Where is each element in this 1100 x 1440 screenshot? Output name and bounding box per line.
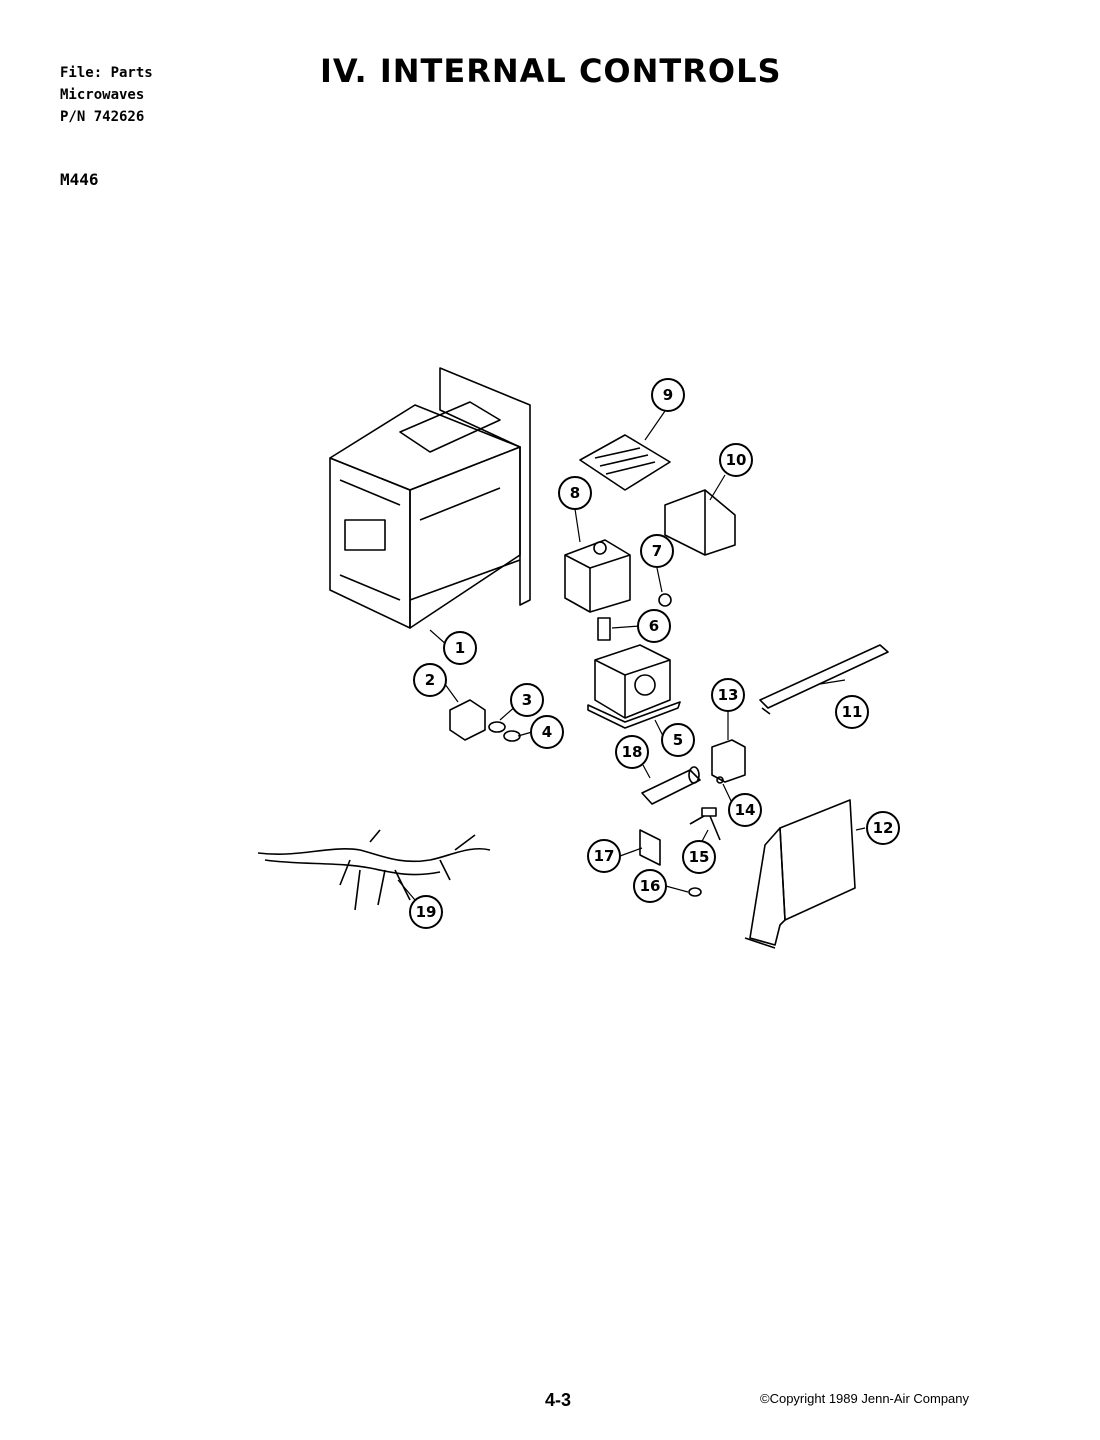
- svg-text:1: 1: [455, 639, 465, 657]
- part-switch: [449, 699, 486, 741]
- svg-text:15: 15: [689, 848, 710, 866]
- callout-3: 3: [510, 683, 544, 717]
- model-number: M446: [60, 170, 99, 189]
- page-number: 4-3: [545, 1390, 572, 1410]
- part-clip-16: [688, 887, 702, 897]
- svg-text:19: 19: [416, 903, 437, 921]
- svg-text:2: 2: [425, 671, 435, 689]
- callout-18: 18: [615, 735, 649, 769]
- part-thermal-cutout: [658, 593, 672, 607]
- svg-text:9: 9: [663, 386, 673, 404]
- callouts: 1 2 3 4 5 6 7 8 9 10 11 12 13 14 15 16 1…: [409, 378, 900, 929]
- svg-text:8: 8: [570, 484, 580, 502]
- svg-text:14: 14: [735, 801, 756, 819]
- part-fuse: [689, 807, 721, 841]
- part-bracket-13: [711, 739, 746, 783]
- part-wire-harness: [257, 829, 491, 911]
- file-info: File: Parts Microwaves P/N 742626: [60, 62, 153, 128]
- svg-text:16: 16: [640, 877, 661, 895]
- part-support-bar: [759, 644, 889, 715]
- part-panel: [744, 799, 856, 949]
- page-title: IV. INTERNAL CONTROLS: [320, 52, 782, 90]
- callout-9: 9: [651, 378, 685, 412]
- part-duct: [664, 489, 736, 556]
- part-switch-cap-3: [488, 721, 506, 733]
- svg-text:7: 7: [652, 542, 662, 560]
- part-chassis: [329, 367, 531, 629]
- callout-8: 8: [558, 476, 592, 510]
- svg-text:3: 3: [522, 691, 532, 709]
- svg-text:12: 12: [873, 819, 894, 837]
- svg-text:11: 11: [842, 703, 863, 721]
- callout-2: 2: [413, 663, 447, 697]
- svg-text:17: 17: [594, 847, 615, 865]
- callout-6: 6: [637, 609, 671, 643]
- callout-12: 12: [866, 811, 900, 845]
- callout-19: 19: [409, 895, 443, 929]
- part-cover-plate: [579, 434, 671, 491]
- callout-1: 1: [443, 631, 477, 665]
- callout-13: 13: [711, 678, 745, 712]
- svg-text:10: 10: [726, 451, 747, 469]
- svg-text:13: 13: [718, 686, 739, 704]
- callout-11: 11: [835, 695, 869, 729]
- callout-17: 17: [587, 839, 621, 873]
- callout-5: 5: [661, 723, 695, 757]
- part-number-line: P/N 742626: [60, 109, 145, 125]
- svg-text:4: 4: [542, 723, 552, 741]
- part-capacitor: [641, 766, 701, 805]
- callout-10: 10: [719, 443, 753, 477]
- svg-text:18: 18: [622, 743, 643, 761]
- svg-text:6: 6: [649, 617, 659, 635]
- callout-16: 16: [633, 869, 667, 903]
- callout-14: 14: [728, 793, 762, 827]
- part-screw-14: [716, 776, 724, 784]
- file-line: File: Parts: [60, 65, 153, 81]
- part-transformer: [587, 644, 681, 729]
- part-diode: [597, 617, 611, 641]
- part-bracket-17: [639, 829, 661, 866]
- callout-4: 4: [530, 715, 564, 749]
- svg-text:5: 5: [673, 731, 683, 749]
- part-switch-cap-4: [503, 730, 521, 742]
- callout-7: 7: [640, 534, 674, 568]
- part-magnetron: [564, 539, 631, 613]
- category-line: Microwaves: [60, 87, 145, 103]
- copyright-notice: ©Copyright 1989 Jenn-Air Company: [760, 1391, 970, 1406]
- callout-15: 15: [682, 840, 716, 874]
